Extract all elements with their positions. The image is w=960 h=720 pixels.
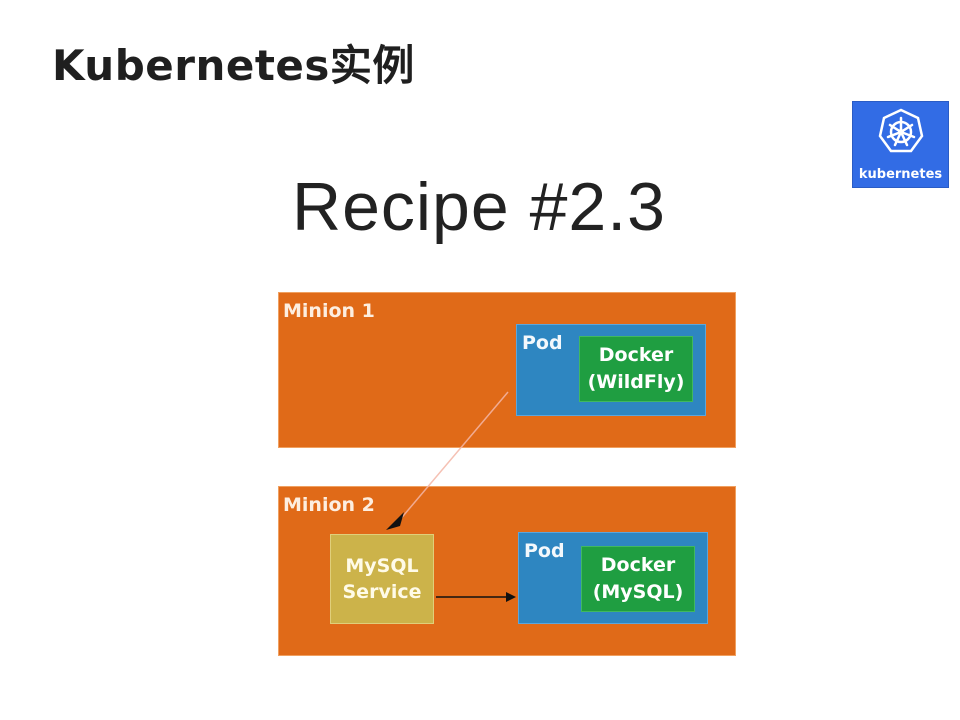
mysql-service: MySQL Service (330, 534, 434, 624)
wildfly-container: Docker (WildFly) (579, 336, 693, 402)
wildfly-container-line2: (WildFly) (587, 371, 685, 393)
minion-2-label: Minion 2 (283, 494, 375, 516)
wildfly-container-line1: Docker (598, 344, 674, 366)
mysql-container-line1: Docker (600, 554, 676, 576)
minion-2-pod: Pod Docker (MySQL) (518, 532, 708, 624)
mysql-container-line2: (MySQL) (592, 581, 684, 603)
page-title: Kubernetes实例 (52, 41, 415, 90)
minion-1-node: Minion 1 Pod Docker (WildFly) (278, 292, 736, 448)
minion-2-pod-label: Pod (524, 540, 565, 562)
minion-1-label: Minion 1 (283, 300, 375, 322)
minion-1-pod: Pod Docker (WildFly) (516, 324, 706, 416)
diagram-title: Recipe #2.3 (292, 169, 666, 245)
helm-wheel-icon (878, 108, 924, 153)
mysql-container: Docker (MySQL) (581, 546, 695, 612)
wildfly-to-service-connector (397, 391, 509, 523)
mysql-service-line1: MySQL (345, 555, 419, 577)
logo-text: kubernetes (858, 167, 943, 182)
mysql-service-line2: Service (342, 581, 422, 603)
minion-1-pod-label: Pod (522, 332, 563, 354)
minion-2-node: Minion 2 MySQL Service Pod Docker (MySQL… (278, 486, 736, 656)
wildfly-to-service-arrowhead (386, 512, 404, 530)
kubernetes-logo: kubernetes (852, 101, 949, 188)
